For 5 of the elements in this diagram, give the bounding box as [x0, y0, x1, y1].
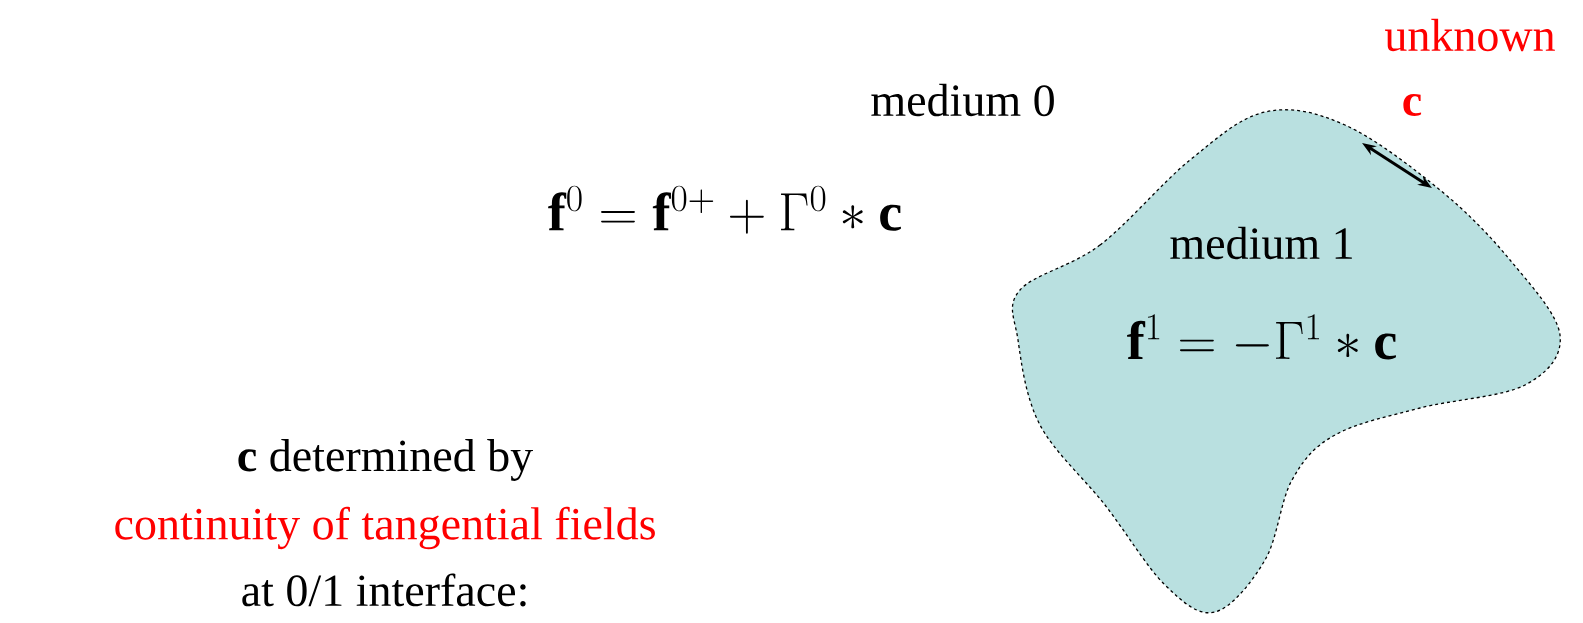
text-label: c determined by	[238, 439, 533, 481]
formula: $\mathbf{f}^{0} = \mathbf{f}^{0+} + \Gamma^{0} * \mathbf{c}$	[548, 185, 901, 234]
text-label: unknown	[1385, 18, 1555, 52]
text-label: at 0/1 interface:	[242, 573, 526, 607]
text-label: continuity of tangential fields	[115, 506, 655, 550]
